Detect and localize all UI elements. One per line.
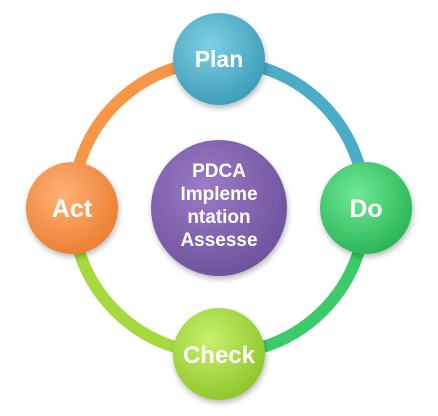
node-do: Do — [320, 162, 412, 254]
node-check-label: Check — [183, 342, 256, 369]
node-check: Check — [173, 308, 265, 400]
node-plan: Plan — [173, 13, 265, 105]
center-line-4: Assesse — [180, 230, 257, 251]
arc-check-to-act — [74, 248, 181, 353]
node-plan-label: Plan — [195, 46, 244, 72]
node-do-label: Do — [349, 195, 382, 223]
center-node: PDCA Impleme ntation Assesse — [151, 140, 287, 276]
center-line-1: PDCA — [192, 161, 246, 182]
arc-act-to-plan — [74, 62, 181, 168]
node-act-label: Act — [52, 195, 93, 223]
node-act: Act — [26, 162, 118, 254]
center-line-2: Impleme — [180, 184, 257, 205]
arc-plan-to-do — [257, 62, 364, 168]
arc-do-to-check — [257, 248, 364, 353]
center-line-3: ntation — [187, 207, 250, 228]
